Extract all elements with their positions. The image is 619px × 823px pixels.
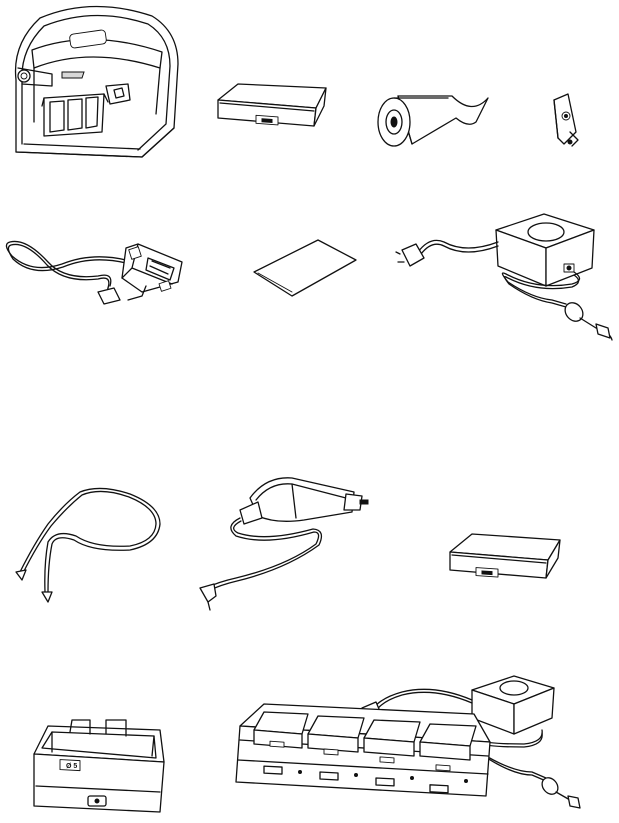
mobile-printer-illustration bbox=[2, 2, 182, 160]
spare-battery-pack-illustration bbox=[440, 532, 562, 584]
serial-interface-cable-illustration bbox=[2, 238, 187, 310]
single-battery-charger-illustration: Ø 5 bbox=[30, 708, 170, 820]
ac-power-adapter-illustration bbox=[396, 208, 618, 344]
car-charger-illustration bbox=[196, 470, 370, 610]
paper-roll-illustration bbox=[372, 88, 490, 152]
cradle-mark: Ø 5 bbox=[66, 763, 77, 770]
manual-sheet-illustration bbox=[248, 238, 360, 300]
quad-battery-charger-illustration bbox=[224, 668, 618, 820]
shoulder-strap-illustration bbox=[12, 484, 162, 608]
battery-pack-illustration bbox=[208, 82, 328, 132]
belt-clip-illustration bbox=[548, 92, 582, 148]
